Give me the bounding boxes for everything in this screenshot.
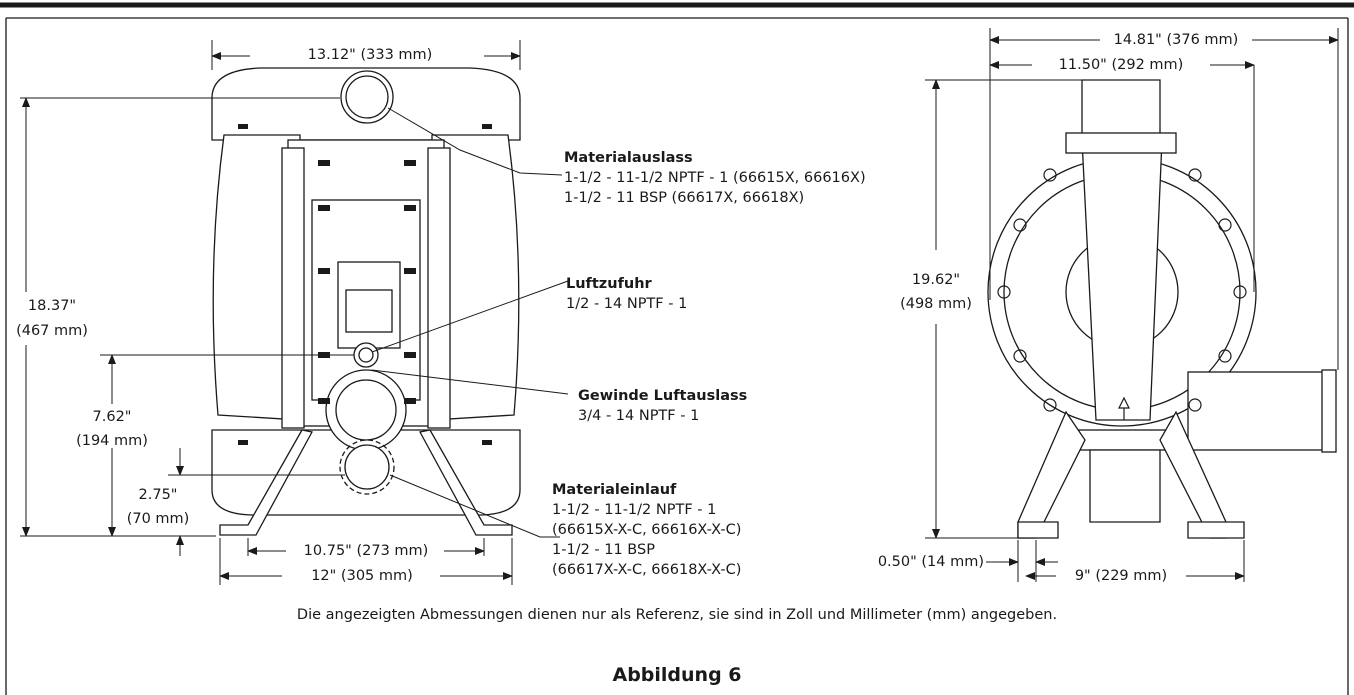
side-body-width-label: 11.50" (292 mm) [1058,57,1184,73]
callout-outlet-line: 1-1/2 - 11 BSP (66617X, 66618X) [564,190,805,206]
callout-air-exhaust-line: 3/4 - 14 NPTF - 1 [578,408,700,424]
callout-inlet-line: (66615X-X-C, 66616X-X-C) [552,522,742,538]
front-width-label: 13.12" (333 mm) [307,47,433,63]
callout-outlet-line: 1-1/2 - 11-1/2 NPTF - 1 (66615X, 66616X) [564,170,866,186]
base-width-label: 12" (305 mm) [311,568,413,584]
callout-air-inlet: Luftzufuhr 1/2 - 14 NPTF - 1 [566,274,687,314]
reference-note: Die angezeigten Abmessungen dienen nur a… [296,607,1058,623]
inlet-height-mm-label: (70 mm) [126,511,190,527]
callout-air-exhaust-title: Gewinde Luftauslass [578,388,748,404]
side-height-mm-label: (498 mm) [900,296,972,312]
callout-inlet-line: 1-1/2 - 11 BSP [552,542,655,558]
callout-inlet-title: Materialeinlauf [552,482,677,498]
figure-caption: Abbildung 6 [612,664,742,686]
foot-thickness-label: 0.50" (14 mm) [877,554,984,570]
callout-leaders [371,107,569,538]
callout-outlet-title: Materialauslass [564,150,693,166]
callout-inlet-line: 1-1/2 - 11-1/2 NPTF - 1 [552,502,717,518]
air-inlet-height-inch-label: 7.62" [92,409,132,425]
foot-spacing-label: 9" (229 mm) [1074,568,1168,584]
callout-inlet: Materialeinlauf 1-1/2 - 11-1/2 NPTF - 1 … [552,480,741,580]
callout-air-exhaust: Gewinde Luftauslass 3/4 - 14 NPTF - 1 [578,386,747,426]
callout-air-inlet-line: 1/2 - 14 NPTF - 1 [566,296,688,312]
air-inlet-height-mm-label: (194 mm) [76,433,148,449]
total-height-mm-label: (467 mm) [16,323,88,339]
side-view-flow-arrow [1118,396,1130,420]
side-height-inch-label: 19.62" [911,272,961,288]
front-view-bolts [238,124,492,445]
front-view-pump [211,67,521,536]
callout-outlet: Materialauslass 1-1/2 - 11-1/2 NPTF - 1 … [564,148,866,208]
inlet-height-inch-label: 2.75" [138,487,178,503]
base-mount-width-label: 10.75" (273 mm) [303,543,429,559]
callout-air-inlet-title: Luftzufuhr [566,276,652,292]
front-dimension-lines [20,40,521,585]
side-total-width-label: 14.81" (376 mm) [1113,32,1239,48]
side-view-pump [987,79,1337,539]
side-view-bolts [997,168,1247,412]
total-height-inch-label: 18.37" [27,298,77,314]
side-dimension-lines [925,28,1339,582]
callout-inlet-line: (66617X-X-C, 66618X-X-C) [552,562,742,578]
